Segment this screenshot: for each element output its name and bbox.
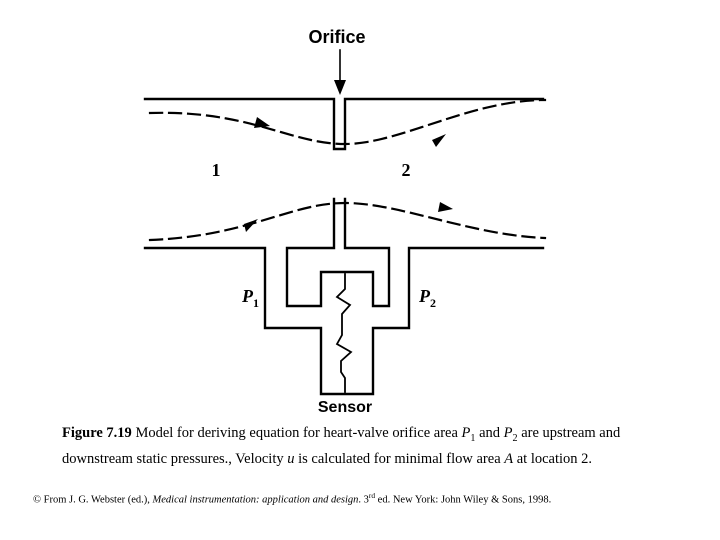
credit-book-title: Medical instrumentation: application and… xyxy=(152,494,359,506)
p2-label: P2 xyxy=(418,286,436,310)
upper-streamline-arrow-1 xyxy=(254,117,270,128)
caption-p2-sub: 2 xyxy=(512,432,518,444)
credit-prefix: © From J. G. Webster (ed.), xyxy=(33,494,153,506)
credit-edition-sup: rd xyxy=(368,491,376,500)
credit-suffix: ed. New York: John Wiley & Sons, 1998. xyxy=(375,494,552,506)
caption-a: A xyxy=(504,450,514,467)
caption-text-d: is calculated for minimal flow area xyxy=(294,450,505,467)
caption-text-c: are upstream and downstream static press… xyxy=(62,425,621,467)
caption-u: u xyxy=(287,450,295,467)
lower-streamline-arrow-2 xyxy=(438,202,453,212)
source-credit: © From J. G. Webster (ed.), Medical inst… xyxy=(33,489,713,508)
upper-streamline-arrow-2 xyxy=(432,134,446,147)
caption-text-e: at location 2. xyxy=(513,450,593,467)
lower-streamline-arrow-1 xyxy=(244,219,258,232)
p1-label: P1 xyxy=(241,286,259,310)
credit-edition-num: . 3 xyxy=(358,494,369,506)
caption-p2: P xyxy=(503,425,513,441)
caption-text-a: Model for deriving equation for heart-va… xyxy=(131,425,462,441)
orifice-arrowhead xyxy=(334,80,346,95)
upper-wall xyxy=(143,97,545,151)
location-2-label: 2 xyxy=(402,160,411,180)
orifice-flow-diagram: Orifice 1 2 P1 P2 Sensor xyxy=(143,27,547,416)
caption-p1-sub: 1 xyxy=(470,432,476,444)
sensor-label: Sensor xyxy=(318,399,372,416)
location-1-label: 1 xyxy=(212,160,221,180)
lower-wall xyxy=(143,246,545,396)
caption-text-b: and xyxy=(475,425,504,441)
figure-number: Figure 7.19 xyxy=(62,425,132,441)
lower-streamline xyxy=(148,201,547,242)
caption-p1: P xyxy=(461,425,471,441)
upper-streamline xyxy=(148,98,547,146)
port-divider xyxy=(285,197,391,308)
sensor-spring xyxy=(335,273,353,393)
orifice-label: Orifice xyxy=(308,27,365,47)
figure-caption: Figure 7.19 Model for deriving equation … xyxy=(62,423,672,469)
